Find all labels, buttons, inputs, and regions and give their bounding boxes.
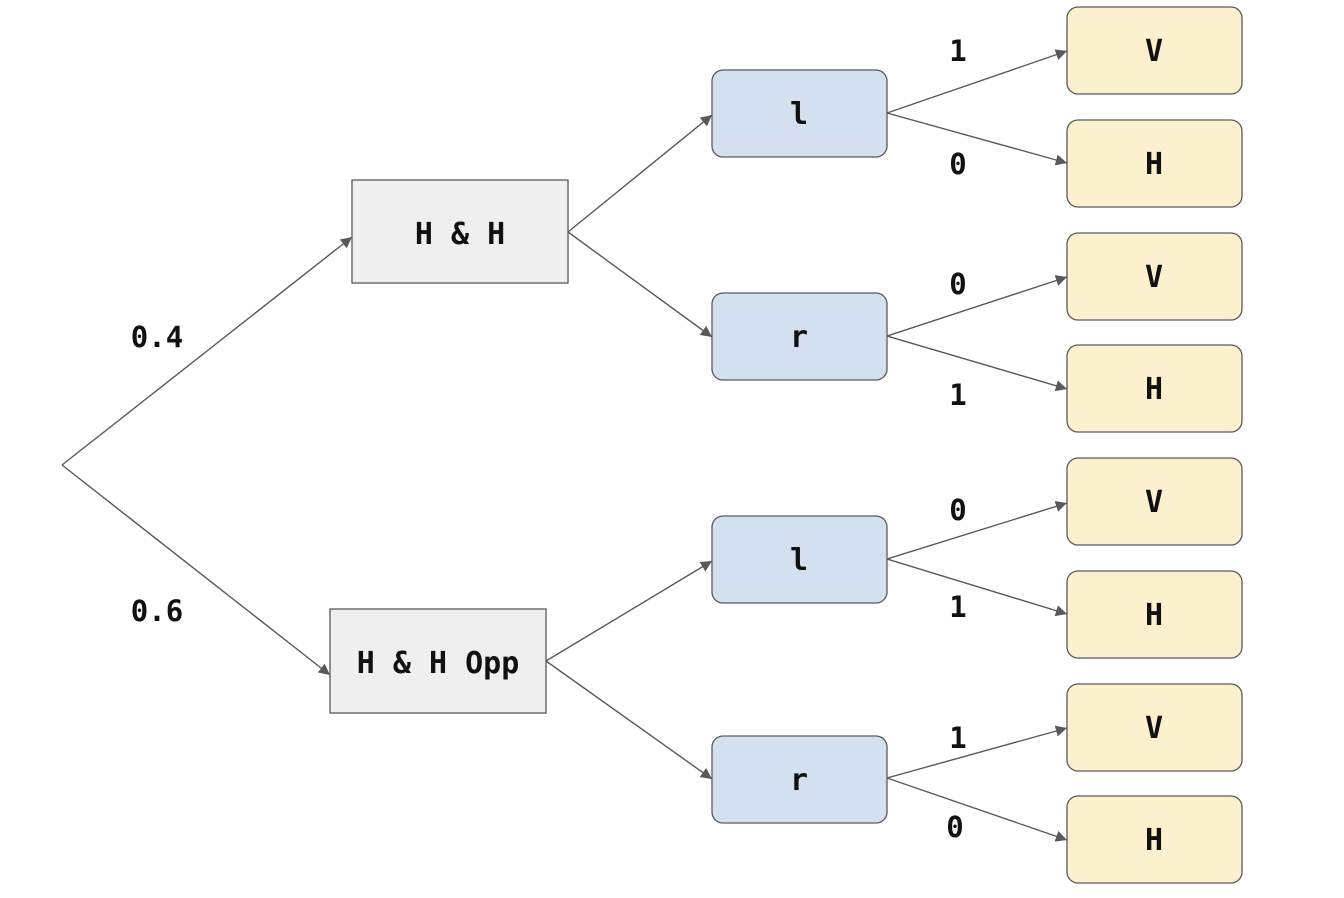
edge-hhopp-to-r [545, 660, 713, 780]
edge-r2-to-h [886, 777, 1068, 842]
edge-r2-to-v [886, 725, 1068, 779]
node-l-top-label: l [790, 97, 808, 132]
edge-label-prob-leaf-4: 1 [949, 378, 966, 412]
leaf-node-3-label: V [1145, 260, 1163, 295]
node-l-top: l [711, 69, 888, 158]
edge-label-prob-leaf-8: 0 [946, 810, 963, 844]
leaf-node-4: H [1066, 344, 1243, 433]
leaf-node-5: V [1066, 457, 1243, 546]
edge-label-prob-leaf-5: 0 [949, 493, 966, 527]
leaf-node-7: V [1066, 683, 1243, 772]
leaf-node-1-label: V [1145, 34, 1163, 69]
edge-label-prob-hh: 0.4 [131, 320, 183, 354]
node-r-top-label: r [790, 320, 808, 355]
edge-l2-to-h [886, 558, 1068, 617]
edge-l1-to-v [886, 49, 1068, 114]
node-r-bottom-label: r [790, 763, 808, 798]
edge-label-prob-hhopp: 0.6 [131, 594, 183, 628]
leaf-node-3: V [1066, 232, 1243, 321]
node-l-bottom: l [711, 515, 888, 604]
leaf-node-8-label: H [1145, 823, 1163, 858]
edge-label-prob-leaf-1: 1 [949, 34, 966, 68]
leaf-node-8: H [1066, 795, 1243, 884]
leaf-node-7-label: V [1145, 711, 1163, 746]
leaf-node-6: H [1066, 570, 1243, 659]
edge-root-to-hhopp [61, 464, 331, 676]
edge-r1-to-h [886, 335, 1068, 392]
edge-label-prob-leaf-6: 1 [949, 590, 966, 624]
edge-r1-to-v [886, 275, 1068, 337]
edge-root-to-hh [61, 236, 353, 466]
leaf-node-1: V [1066, 6, 1243, 95]
edge-label-prob-leaf-2: 0 [949, 147, 966, 181]
leaf-node-5-label: V [1145, 485, 1163, 520]
node-hh: H & H [351, 179, 569, 284]
edge-l1-to-h [886, 112, 1068, 166]
leaf-node-2-label: H [1145, 147, 1163, 182]
node-r-bottom: r [711, 735, 888, 824]
edge-hh-to-l [567, 114, 713, 233]
edge-label-prob-leaf-3: 0 [949, 267, 966, 301]
edge-hh-to-r [567, 231, 713, 338]
node-hh-opp-label: H & H Opp [357, 646, 520, 681]
leaf-node-6-label: H [1145, 598, 1163, 633]
leaf-node-2: H [1066, 119, 1243, 208]
edge-label-prob-leaf-7: 1 [949, 721, 966, 755]
edge-hhopp-to-l [545, 560, 713, 662]
node-r-top: r [711, 292, 888, 381]
node-hh-label: H & H [415, 217, 505, 252]
node-l-bottom-label: l [790, 543, 808, 578]
node-hh-opp: H & H Opp [329, 608, 547, 714]
edge-l2-to-v [886, 500, 1068, 560]
leaf-node-4-label: H [1145, 372, 1163, 407]
